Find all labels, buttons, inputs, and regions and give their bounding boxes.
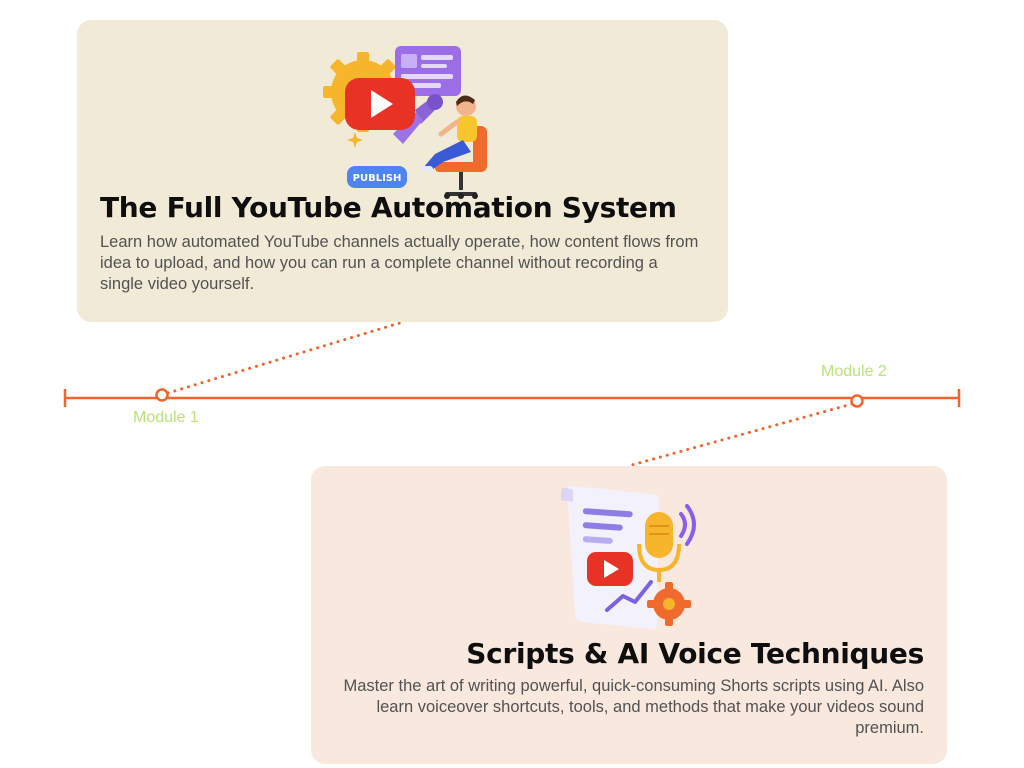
play-icon xyxy=(587,552,633,586)
play-icon xyxy=(345,78,415,130)
connector-module-1 xyxy=(166,320,405,395)
youtube-automation-illustration: PUBLISH xyxy=(323,46,487,199)
module-2-description: Master the art of writing powerful, quic… xyxy=(343,677,925,737)
module-2-title: Scripts & AI Voice Techniques xyxy=(466,637,924,670)
module-2-label: Module 2 xyxy=(821,363,887,380)
gear-icon xyxy=(647,582,691,626)
timeline-node-module-1[interactable] xyxy=(155,388,169,402)
scripts-ai-voice-illustration xyxy=(561,485,696,630)
module-2-card: Scripts & AI Voice Techniques Master the… xyxy=(311,466,947,764)
sparkle-icon xyxy=(347,132,363,148)
module-1-card: PUBLISH The Full YouTube Automation Syst… xyxy=(77,20,728,322)
timeline-node-module-2[interactable] xyxy=(850,394,864,408)
sound-waves-icon xyxy=(679,504,696,546)
microphone-icon xyxy=(637,512,681,582)
publish-badge: PUBLISH xyxy=(347,166,407,188)
module-1-label: Module 1 xyxy=(133,409,199,426)
module-1-description: Learn how automated YouTube channels act… xyxy=(100,233,699,293)
module-1-title: The Full YouTube Automation System xyxy=(100,191,677,224)
connector-module-2 xyxy=(626,402,854,468)
svg-text:PUBLISH: PUBLISH xyxy=(353,173,402,184)
person-in-chair-icon xyxy=(419,95,487,199)
